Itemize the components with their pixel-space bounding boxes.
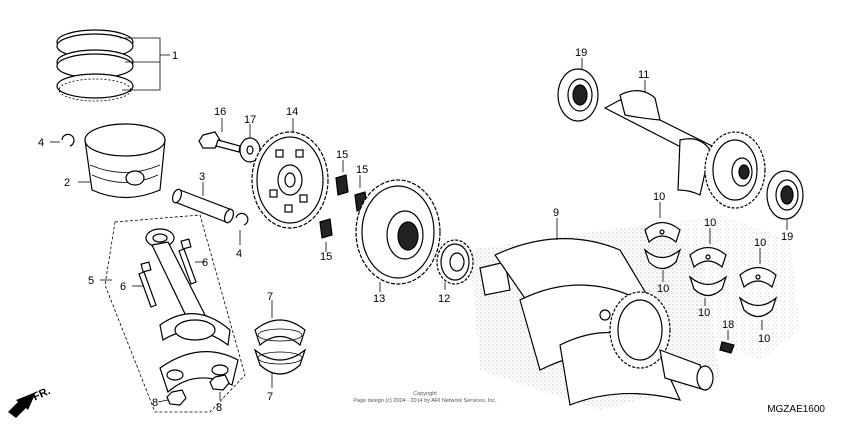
damper-spring-upper[interactable] [335, 174, 349, 196]
main-bearing-3-upper[interactable] [739, 266, 777, 289]
conrod-bolt-left[interactable] [138, 261, 157, 308]
main-bearing-3-lower[interactable] [738, 296, 778, 318]
callout-15b: 15 [356, 164, 368, 176]
conrod-bearing-upper[interactable] [254, 319, 306, 347]
callout-19b: 19 [781, 231, 793, 243]
callout-6b: 6 [202, 257, 208, 269]
piston-rings[interactable] [56, 29, 134, 102]
primary-drive-gear[interactable] [355, 179, 441, 285]
callout-11: 11 [638, 69, 649, 81]
callout-10f: 10 [758, 333, 770, 345]
callout-10a: 10 [653, 191, 665, 203]
callout-19a: 19 [575, 47, 587, 59]
main-bearing-2-upper[interactable] [689, 246, 727, 269]
main-bearing-1-upper[interactable] [644, 221, 681, 244]
callout-5: 5 [88, 275, 94, 287]
callout-14: 14 [286, 106, 298, 118]
main-bearing-1-lower[interactable] [643, 248, 682, 270]
callout-16: 16 [214, 106, 226, 118]
callout-9: 9 [553, 207, 559, 219]
balancer-shaft[interactable] [603, 90, 766, 209]
callout-10e: 10 [754, 237, 766, 249]
piston-pin-clip-right[interactable] [235, 212, 249, 226]
conrod-bearing-lower[interactable] [253, 348, 307, 375]
callout-8b: 8 [216, 402, 222, 414]
main-bearing-2-lower[interactable] [688, 275, 728, 297]
callout-12: 12 [438, 293, 450, 305]
callout-6a: 6 [120, 281, 126, 293]
callout-10d: 10 [698, 307, 710, 319]
callout-8a: 8 [152, 397, 158, 409]
gear-bolt[interactable] [198, 131, 241, 153]
conrod-nut-right[interactable] [209, 374, 230, 391]
connecting-rod-cap[interactable] [159, 351, 239, 394]
conrod-bolt-right[interactable] [178, 238, 197, 285]
callout-15c: 15 [320, 251, 332, 263]
conrod-group-outline [104, 214, 246, 413]
callout-13: 13 [373, 293, 385, 305]
damper-spring-lower[interactable] [319, 218, 333, 239]
callout-10b: 10 [657, 283, 669, 295]
crank-sprocket-gear[interactable] [436, 239, 474, 285]
callout-4a: 4 [38, 137, 44, 149]
copyright-line-2: Page design (c) 2004 - 2014 by ARI Netwo… [353, 398, 497, 404]
callout-7b: 7 [267, 391, 273, 403]
callout-15a: 15 [336, 149, 348, 161]
piston-pin-clip-left[interactable] [61, 133, 75, 147]
piston[interactable] [84, 123, 166, 199]
balancer-bearing-top[interactable] [557, 68, 599, 122]
balancer-bearing-right[interactable] [766, 170, 804, 220]
drive-gear[interactable] [251, 131, 329, 229]
gear-washer[interactable] [239, 137, 261, 163]
conrod-nut-left[interactable] [166, 389, 187, 406]
connecting-rod[interactable] [145, 228, 231, 347]
crankshaft[interactable] [479, 238, 714, 406]
copyright-line-1: Copyright [413, 391, 437, 397]
callout-1: 1 [172, 50, 178, 62]
callout-18: 18 [722, 319, 734, 331]
callout-10c: 10 [704, 217, 716, 229]
woodruff-key[interactable] [719, 341, 735, 354]
callout-2: 2 [64, 177, 70, 189]
diagram-code: MGZAE1600 [767, 404, 825, 415]
callout-4b: 4 [236, 248, 242, 260]
arrow-down-left-icon [8, 392, 36, 418]
callout-7a: 7 [267, 291, 273, 303]
callout-3: 3 [199, 171, 205, 183]
callout-17: 17 [244, 114, 256, 126]
piston-pin[interactable] [171, 188, 235, 224]
direction-label: FR. [31, 385, 52, 403]
